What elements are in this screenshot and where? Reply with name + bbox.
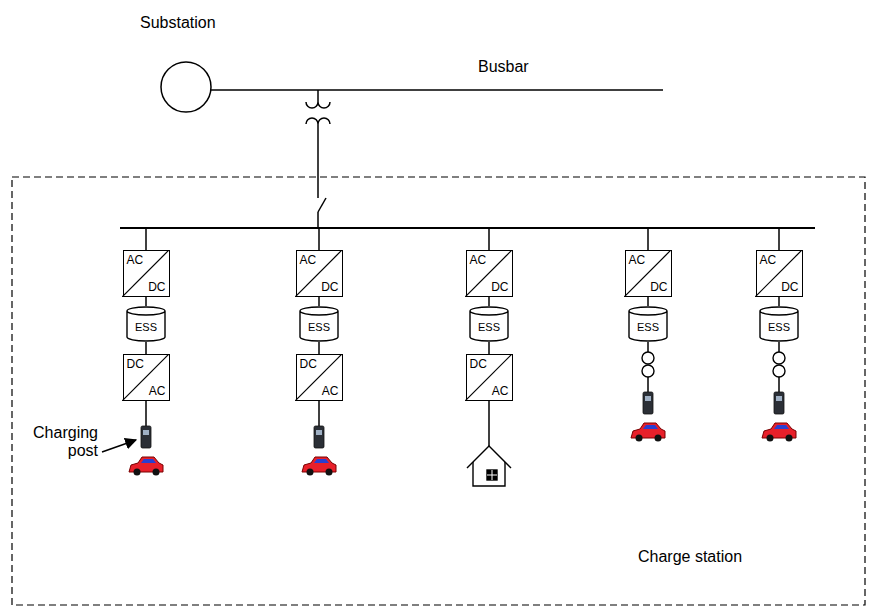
wire: [317, 212, 319, 228]
converter-box: AC DC: [756, 250, 803, 297]
label-text: Charging post: [18, 424, 98, 461]
node-text: AC: [470, 254, 487, 266]
charging-post-icon: [314, 426, 324, 448]
busbar-line: [211, 89, 663, 91]
wireless-coil: [773, 352, 785, 364]
node-text: AC: [322, 385, 339, 397]
node-text: DC: [491, 281, 508, 293]
connector-line: [488, 342, 490, 354]
connector-line: [145, 297, 147, 306]
wireless-coil: [642, 365, 654, 377]
node-text: DC: [127, 358, 144, 370]
wire: [317, 90, 319, 102]
house-icon: [467, 446, 511, 486]
label-text: Busbar: [478, 58, 529, 76]
charging-post-icon: [643, 392, 653, 414]
node-text: ESS: [135, 322, 157, 333]
connector-line: [145, 342, 147, 354]
storage-cylinder: ESS: [759, 306, 799, 342]
cylinder-path: [760, 307, 798, 341]
connector-line: [778, 297, 780, 306]
node-text: DC: [470, 358, 487, 370]
node-text: AC: [492, 385, 509, 397]
house-wire: [488, 401, 490, 446]
post-wire: [647, 377, 649, 392]
bus-drop-wire: [145, 228, 147, 250]
switch-blade: [318, 198, 326, 212]
bus-drop-wire: [647, 228, 649, 250]
car-icon: [762, 423, 796, 442]
converter-box: DC AC: [296, 354, 343, 401]
car-icon: [302, 457, 336, 476]
diagonal-line: [295, 250, 342, 297]
connector-line: [318, 297, 320, 306]
car-icon: [631, 423, 665, 442]
cylinder-path: [470, 307, 508, 341]
transformer-coil: [306, 102, 330, 108]
diagonal-line: [465, 250, 512, 297]
node-text: ESS: [308, 322, 330, 333]
diagonal-line: [122, 250, 169, 297]
station-boundary: [12, 177, 865, 605]
diagonal-line: [755, 250, 802, 297]
wireless-coil: [642, 352, 654, 364]
node-text: DC: [650, 281, 667, 293]
node-text: AC: [760, 254, 777, 266]
node-text: DC: [300, 358, 317, 370]
node-text: AC: [127, 254, 144, 266]
node-text: ESS: [478, 322, 500, 333]
bus-drop-wire: [488, 228, 490, 250]
charging-post-icon: [141, 426, 151, 448]
coil-wire: [647, 342, 649, 352]
cylinder-path: [300, 307, 338, 341]
label-text: Charge station: [638, 548, 742, 566]
converter-box: DC AC: [466, 354, 513, 401]
storage-cylinder: ESS: [469, 306, 509, 342]
node-text: AC: [629, 254, 646, 266]
node-text: ESS: [637, 322, 659, 333]
post-wire: [778, 377, 780, 392]
converter-box: AC DC: [625, 250, 672, 297]
node-text: DC: [781, 281, 798, 293]
diagonal-line: [122, 354, 169, 401]
node-text: DC: [148, 281, 165, 293]
node-text: DC: [321, 281, 338, 293]
connector-line: [488, 297, 490, 306]
storage-cylinder: ESS: [126, 306, 166, 342]
cylinder-path: [127, 307, 165, 341]
coil-wire: [778, 342, 780, 352]
post-wire: [318, 401, 320, 426]
node-text: AC: [149, 385, 166, 397]
diagonal-line: [624, 250, 671, 297]
bus-drop-wire: [318, 228, 320, 250]
node-text: AC: [300, 254, 317, 266]
converter-box: AC DC: [466, 250, 513, 297]
storage-cylinder: ESS: [299, 306, 339, 342]
converter-box: AC DC: [296, 250, 343, 297]
substation-circle: [161, 62, 211, 112]
converter-box: AC DC: [123, 250, 170, 297]
storage-cylinder: ESS: [628, 306, 668, 342]
transformer-coil: [306, 118, 330, 124]
node-text: ESS: [768, 322, 790, 333]
leader-arrow: [102, 440, 136, 452]
post-wire: [145, 401, 147, 426]
wire: [317, 124, 319, 198]
label-text: Substation: [140, 14, 216, 32]
diagonal-line: [465, 354, 512, 401]
charging-post-icon: [774, 392, 784, 414]
station-bus: [120, 227, 815, 229]
wireless-coil: [773, 365, 785, 377]
car-icon: [129, 457, 163, 476]
diagonal-line: [295, 354, 342, 401]
connector-line: [318, 342, 320, 354]
converter-box: DC AC: [123, 354, 170, 401]
cylinder-path: [629, 307, 667, 341]
bus-drop-wire: [778, 228, 780, 250]
connector-line: [647, 297, 649, 306]
